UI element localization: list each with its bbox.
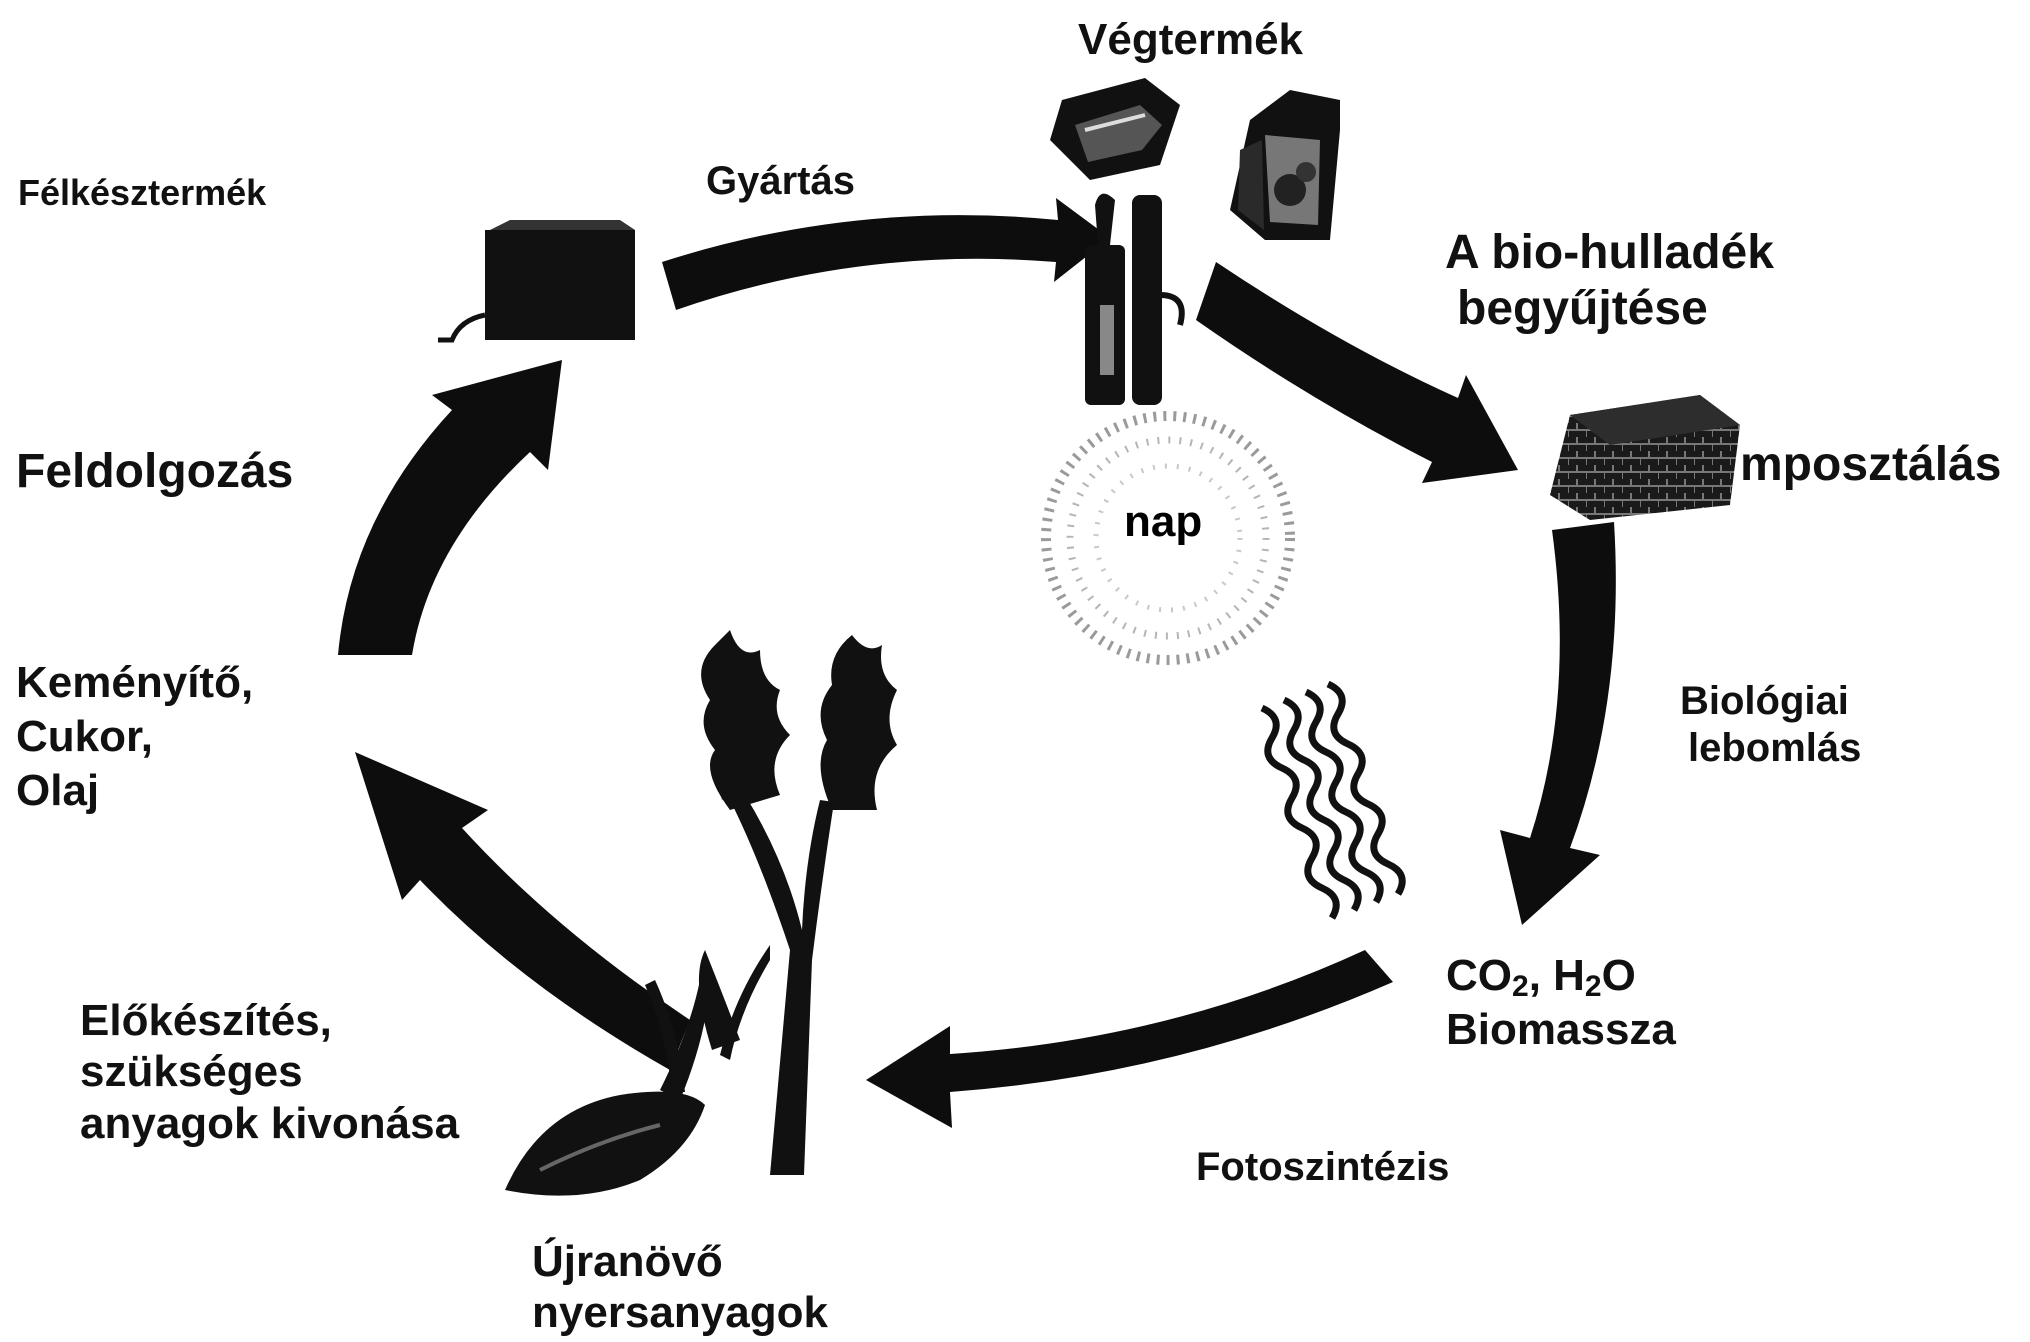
- label-biohulladek: A bio-hulladék begyűjtése: [1445, 225, 1774, 337]
- label-vegtermek: Végtermék: [1078, 15, 1304, 64]
- co2-prefix: CO: [1446, 951, 1512, 1000]
- label-elokeszites: Előkészítés, szükséges anyagok kivonása: [80, 995, 459, 1149]
- arrow-gyartas: [662, 198, 1110, 310]
- termek-olaj: Olaj: [16, 766, 100, 816]
- ujranovo-line-2: nyersanyagok: [532, 1288, 828, 1338]
- label-fotoszintezis: Fotoszintézis: [1196, 1145, 1450, 1189]
- label-ujranovo: Újranövő nyersanyagok: [532, 1236, 828, 1339]
- beet-icon: [505, 980, 710, 1196]
- sun-icon: [1041, 411, 1295, 665]
- label-co2-h2o-biomassza: CO2, H2O Biomassza: [1446, 950, 1676, 1056]
- bottles-icon: [1085, 193, 1185, 405]
- label-termekek: Keményítő, Cukor, Olaj: [16, 656, 253, 818]
- h2o-prefix: , H: [1528, 951, 1585, 1000]
- label-biologiai-lebomlas: Biológiai lebomlás: [1680, 678, 1861, 772]
- label-felkesztermek: Félkésztermék: [18, 172, 267, 213]
- heat-waves-icon: [1260, 680, 1406, 920]
- termek-kemenyito: Keményítő,: [16, 658, 254, 707]
- milk-carton-icon: [1230, 90, 1340, 240]
- arrow-elokeszites: [355, 752, 690, 1070]
- termek-cukor: Cukor,: [16, 712, 153, 762]
- biohulladek-line-2: begyűjtése: [1457, 282, 1708, 336]
- arrow-fotoszintezis: [866, 950, 1393, 1128]
- elokeszites-line-2: szükséges: [80, 1047, 303, 1097]
- label-nap: nap: [1124, 497, 1203, 546]
- plant-icon: [698, 630, 897, 1175]
- biologiai-line-1: Biológiai: [1680, 679, 1849, 723]
- elokeszites-line-1: Előkészítés,: [80, 996, 332, 1045]
- biohulladek-line-1: A bio-hulladék: [1445, 226, 1774, 279]
- label-komposztalas: mposztálás: [1740, 438, 2002, 491]
- h2o-subscript: 2: [1584, 970, 1602, 1003]
- label-feldolgozas: Feldolgozás: [16, 445, 294, 498]
- biologiai-line-2: lebomlás: [1688, 725, 1862, 770]
- food-tray-icon: [1050, 78, 1180, 180]
- arrow-lebomlas: [1500, 522, 1616, 925]
- elokeszites-line-3: anyagok kivonása: [80, 1098, 460, 1148]
- arrow-begyujtes: [1196, 262, 1518, 483]
- cycle-arrows: [338, 198, 1616, 1128]
- block-icon: [438, 220, 635, 343]
- ujranovo-line-1: Újranövő: [532, 1237, 723, 1286]
- label-gyartas: Gyártás: [706, 159, 855, 203]
- compost-pile-icon: [1550, 395, 1740, 520]
- co2-h2o-line: CO2, H2O: [1446, 950, 1676, 1004]
- co2-subscript: 2: [1512, 970, 1529, 1003]
- h2o-suffix: O: [1601, 951, 1636, 1000]
- biomassza-line: Biomassza: [1446, 1005, 1676, 1055]
- arrow-feldolgozas: [338, 360, 562, 655]
